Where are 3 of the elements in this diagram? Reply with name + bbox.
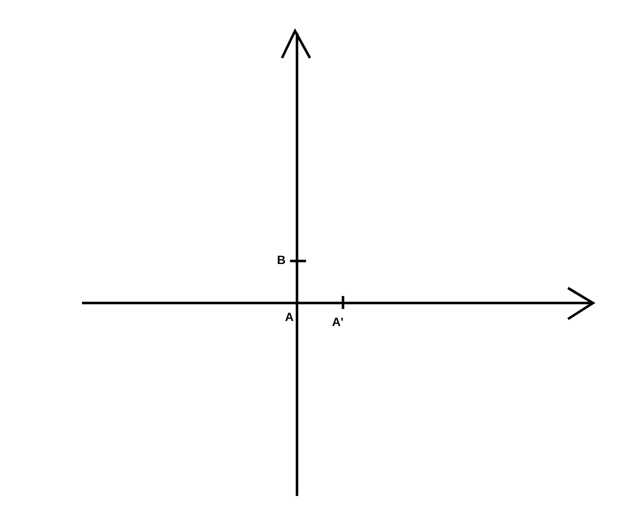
point-label: B xyxy=(277,254,286,266)
point-label: A xyxy=(285,311,294,323)
point-label: A' xyxy=(332,316,344,328)
